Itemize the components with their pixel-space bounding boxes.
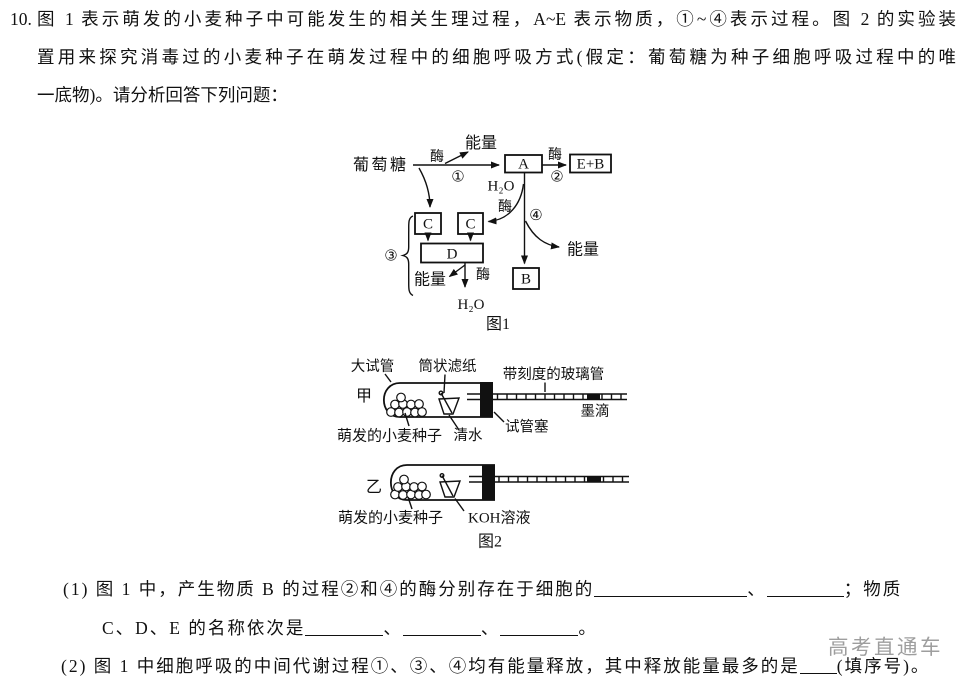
filter-paper-label: 筒状滤纸 [419,358,477,375]
step1-label: ① [451,170,464,186]
energy-label-right: 能量 [567,241,599,259]
enzyme-label-1: 酶 [430,149,444,165]
arrow-d-to-energy [448,264,466,278]
question-2-line: (2) 图 1 中细胞呼吸的中间代谢过程①、③、④均有能量释放，其中释放能量最多… [61,653,930,678]
question-number: 10. [10,9,32,29]
step4-label: ④ [529,208,542,224]
answer-blank-4 [402,620,481,636]
watermark: 高考直通车 [828,637,943,659]
stopper-a [480,382,493,417]
box-c1-letter: C [423,217,433,233]
tube-outline-b [390,464,495,501]
q1-sep-2: 、 [383,618,403,638]
figure2-caption: 图2 [478,534,502,551]
tick-marks-a [496,394,622,400]
box-c2-letter: C [465,217,475,233]
brace-step3 [400,215,414,297]
box-a [504,154,543,174]
figure1-metabolic-diagram: 葡萄糖 酶 能量 ① A 酶 ② E+B H₂O 酶 ④ 能量 C C D 酶 … [353,134,612,333]
energy-label-top: 能量 [465,134,497,152]
energy-label-bottom: 能量 [414,271,446,289]
arrow-glucose-to-c1 [418,167,434,208]
step3-label: ③ [384,249,397,265]
leader-koh [454,498,465,512]
koh-funnel-b [439,472,462,498]
leader-water [448,414,460,431]
figure2-apparatus-diagram: 大试管 筒状滤纸 带刻度的玻璃管 甲 墨 [337,358,629,551]
question-1-line-2: C、D、E 的名称依次是 、 、 。 [102,615,598,640]
big-test-tube-label: 大试管 [351,358,395,375]
leader-stopper [493,411,505,423]
enzyme-label-3: 酶 [498,199,512,215]
stopper-b [482,465,495,500]
stopper-label: 试管塞 [505,418,549,436]
leader-big-test-tube [384,373,392,383]
device-a-label: 甲 [356,388,372,405]
seeds-a [386,392,427,418]
q1-text-1: (1) 图 1 中，产生物质 B 的过程②和④的酶分别存在于细胞的 [63,579,595,599]
answer-blank-3 [305,620,384,636]
q1-end: 。 [578,618,598,638]
koh-label: KOH溶液 [468,510,531,527]
box-b [512,267,540,290]
water-label-top: H₂O [488,179,515,195]
q2-text-1: (2) 图 1 中细胞呼吸的中间代谢过程①、③、④均有能量释放，其中释放能量最多… [61,656,800,676]
graduated-tube-label: 带刻度的玻璃管 [503,366,605,383]
seeds-label-a: 萌发的小麦种子 [337,428,442,445]
ink-drop-b [587,476,601,483]
enzyme-label-2: 酶 [548,147,562,163]
clear-water-label: 清水 [454,427,483,444]
q1-text-2: ；物质 [843,579,903,599]
arrow-to-c2 [487,183,525,225]
leader-seeds-b [407,496,413,510]
q1-text-3: C、D、E 的名称依次是 [102,618,306,638]
box-a-letter: A [518,157,529,173]
q2-text-2: (填序号)。 [836,656,931,676]
step2-label: ② [550,170,563,186]
answer-blank-1 [594,581,748,597]
box-eb-letters: E+B [577,157,605,173]
ink-drop-label: 墨滴 [581,402,610,420]
ink-drop-a [587,393,600,400]
box-eb [569,153,612,174]
answer-blank-6 [799,658,837,674]
stem-line-2: 置用来探究消毒过的小麦种子在萌发过程中的细胞呼吸方式(假定：葡萄糖为种子细胞呼吸… [37,47,956,67]
enzyme-label-4: 酶 [476,267,490,283]
stem-line-3: 一底物)。请分析回答下列问题： [37,85,288,105]
stem-line-1: 图 1 表示萌发的小麦种子中可能发生的相关生理过程，A~E 表示物质，①~④表示… [37,9,956,29]
seeds-label-b: 萌发的小麦种子 [338,510,443,527]
answer-blank-5 [500,620,579,636]
box-d [420,242,484,264]
box-d-letter: D [447,247,458,263]
tick-marks-b [498,476,624,482]
q1-sep-1: 、 [747,579,767,599]
water-funnel-a [438,390,461,415]
leader-seeds-a [404,412,410,427]
test-tube-b [390,464,629,501]
answer-blank-2 [766,581,844,597]
box-b-letter: B [521,272,531,288]
question-1-line-1: (1) 图 1 中，产生物质 B 的过程②和④的酶分别存在于细胞的 、 ；物质 [63,576,902,601]
glucose-label: 葡萄糖 [353,156,409,174]
figure1-caption: 图1 [486,316,510,333]
water-label-bottom: H₂O [458,297,485,313]
arrow-branch-energy-top [444,151,469,165]
seeds-b [390,474,431,500]
arrow-to-energy-right [524,220,560,250]
device-b-label: 乙 [366,479,382,496]
q1-sep-3: 、 [480,618,501,638]
